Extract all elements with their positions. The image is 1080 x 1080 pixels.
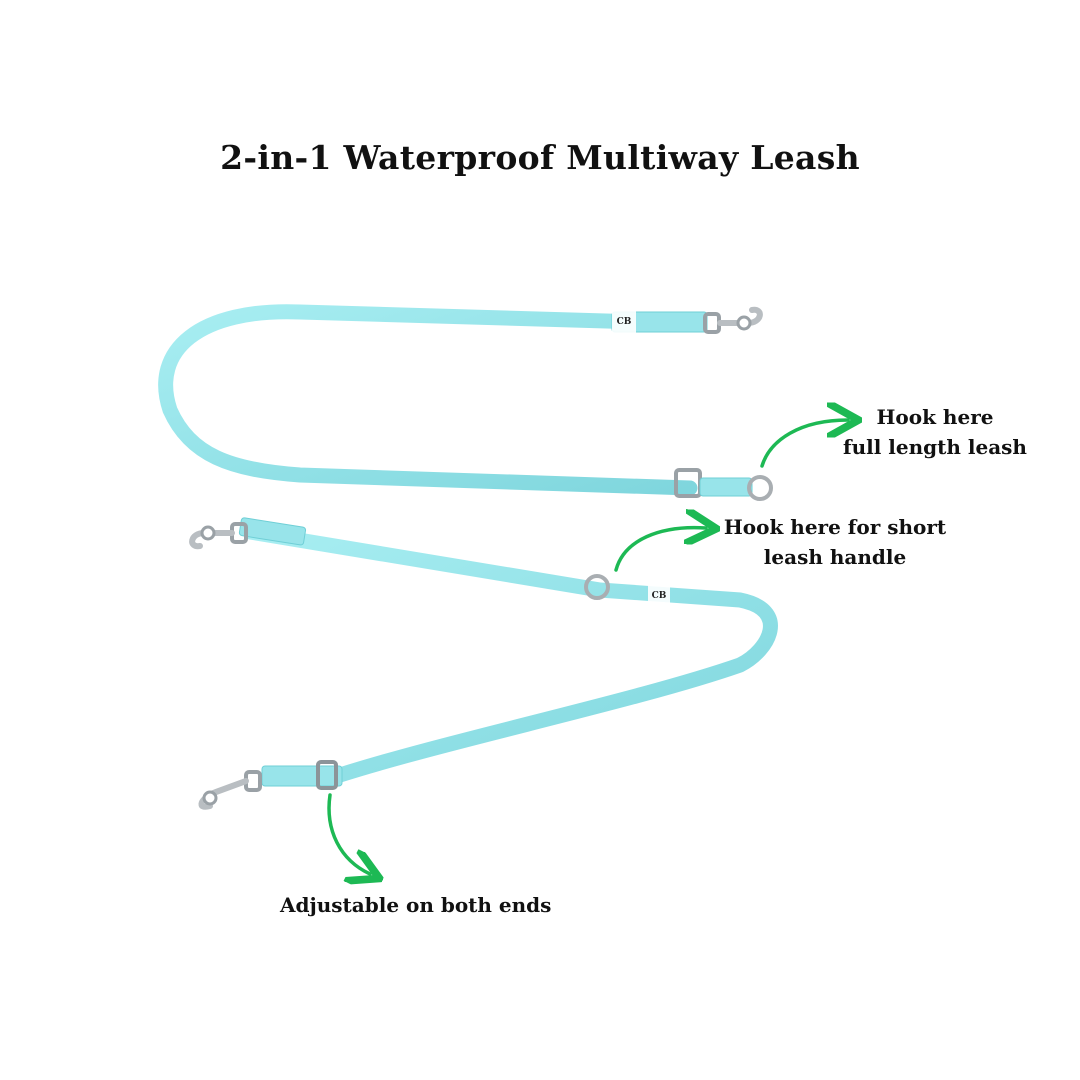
leash-strap-upper xyxy=(158,304,698,496)
slide-buckle-icon xyxy=(316,760,338,790)
snap-hook-icon xyxy=(189,522,248,550)
callout-line: leash handle xyxy=(763,545,907,569)
leash-strap-middle xyxy=(242,524,778,786)
logo-badge-middle xyxy=(648,584,670,606)
arrow-icon xyxy=(614,528,706,572)
arrow-icon xyxy=(327,793,370,874)
logo-mark-upper: CB xyxy=(617,317,632,327)
callout-adjustable: Adjustable on both ends xyxy=(280,893,552,917)
d-ring-icon xyxy=(747,475,773,501)
snap-hook-icon xyxy=(198,770,262,810)
strap-stitch-left xyxy=(238,517,307,546)
callout-short-handle: Hook here for short leash handle xyxy=(720,512,950,572)
callout-line: full length leash xyxy=(843,435,1027,459)
d-ring-icon xyxy=(584,574,610,600)
callout-full-length: Hook here full length leash xyxy=(840,402,1030,462)
callout-line: Hook here xyxy=(876,405,994,429)
page-title: 2-in-1 Waterproof Multiway Leash xyxy=(220,138,860,177)
logo-badge-upper xyxy=(612,310,636,334)
arrow-icon xyxy=(760,420,848,468)
snap-hook-icon xyxy=(703,306,763,334)
callout-line: Hook here for short xyxy=(723,515,947,539)
logo-mark-middle: CB xyxy=(652,591,667,601)
strap-stitch-lower xyxy=(261,765,343,787)
strap-stitch-right xyxy=(699,477,753,497)
